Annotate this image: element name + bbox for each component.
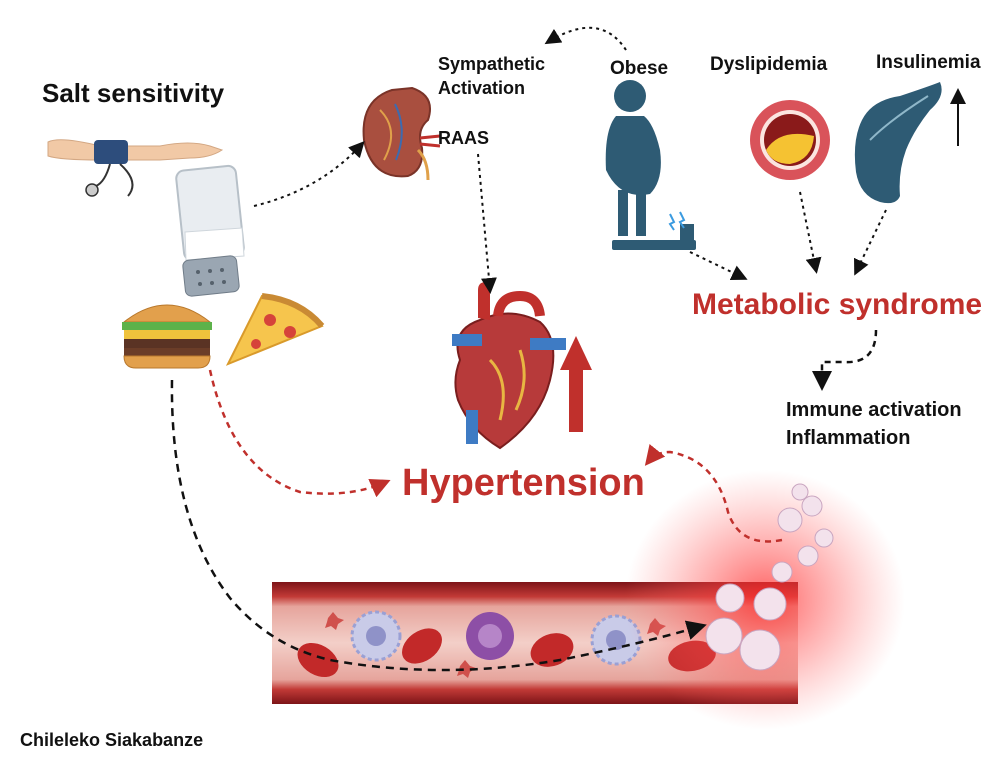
- metabolic-syndrome-label: Metabolic syndrome: [692, 288, 983, 321]
- connector-arrows: [170, 26, 887, 672]
- salt-shaker-icon: [175, 164, 245, 297]
- blood-pressure-cuff-icon: [47, 139, 224, 197]
- burger-icon: [122, 304, 212, 369]
- immune-cells-glow-icon: [625, 470, 905, 730]
- pancreas-icon: [854, 82, 942, 204]
- salt-sensitivity-label: Salt sensitivity: [42, 78, 225, 108]
- immune-inflammation-label: Immune activation Inflammation: [786, 396, 962, 452]
- sympathetic-activation-label: Sympathetic Activation: [438, 52, 545, 100]
- insulinemia-label: Insulinemia: [876, 52, 981, 73]
- sympathetic-line1: Sympathetic: [438, 54, 546, 74]
- obese-label: Obese: [610, 58, 669, 79]
- hypertension-label: Hypertension: [402, 462, 645, 504]
- heart-icon: [452, 282, 566, 450]
- pizza-slice-icon: [225, 293, 325, 366]
- immune-line2: Inflammation: [786, 427, 911, 449]
- sympathetic-line2: Activation: [438, 78, 526, 98]
- author-label: Chileleko Siakabanze: [20, 730, 204, 750]
- artery-plaque-icon: [750, 100, 830, 180]
- obese-person-icon: [605, 80, 696, 250]
- hypertension-up-arrow-icon: [560, 336, 592, 432]
- raas-label: RAAS: [438, 128, 490, 148]
- immune-line1: Immune activation: [786, 399, 962, 421]
- dyslipidemia-label: Dyslipidemia: [710, 54, 828, 75]
- kidney-icon: [362, 86, 441, 181]
